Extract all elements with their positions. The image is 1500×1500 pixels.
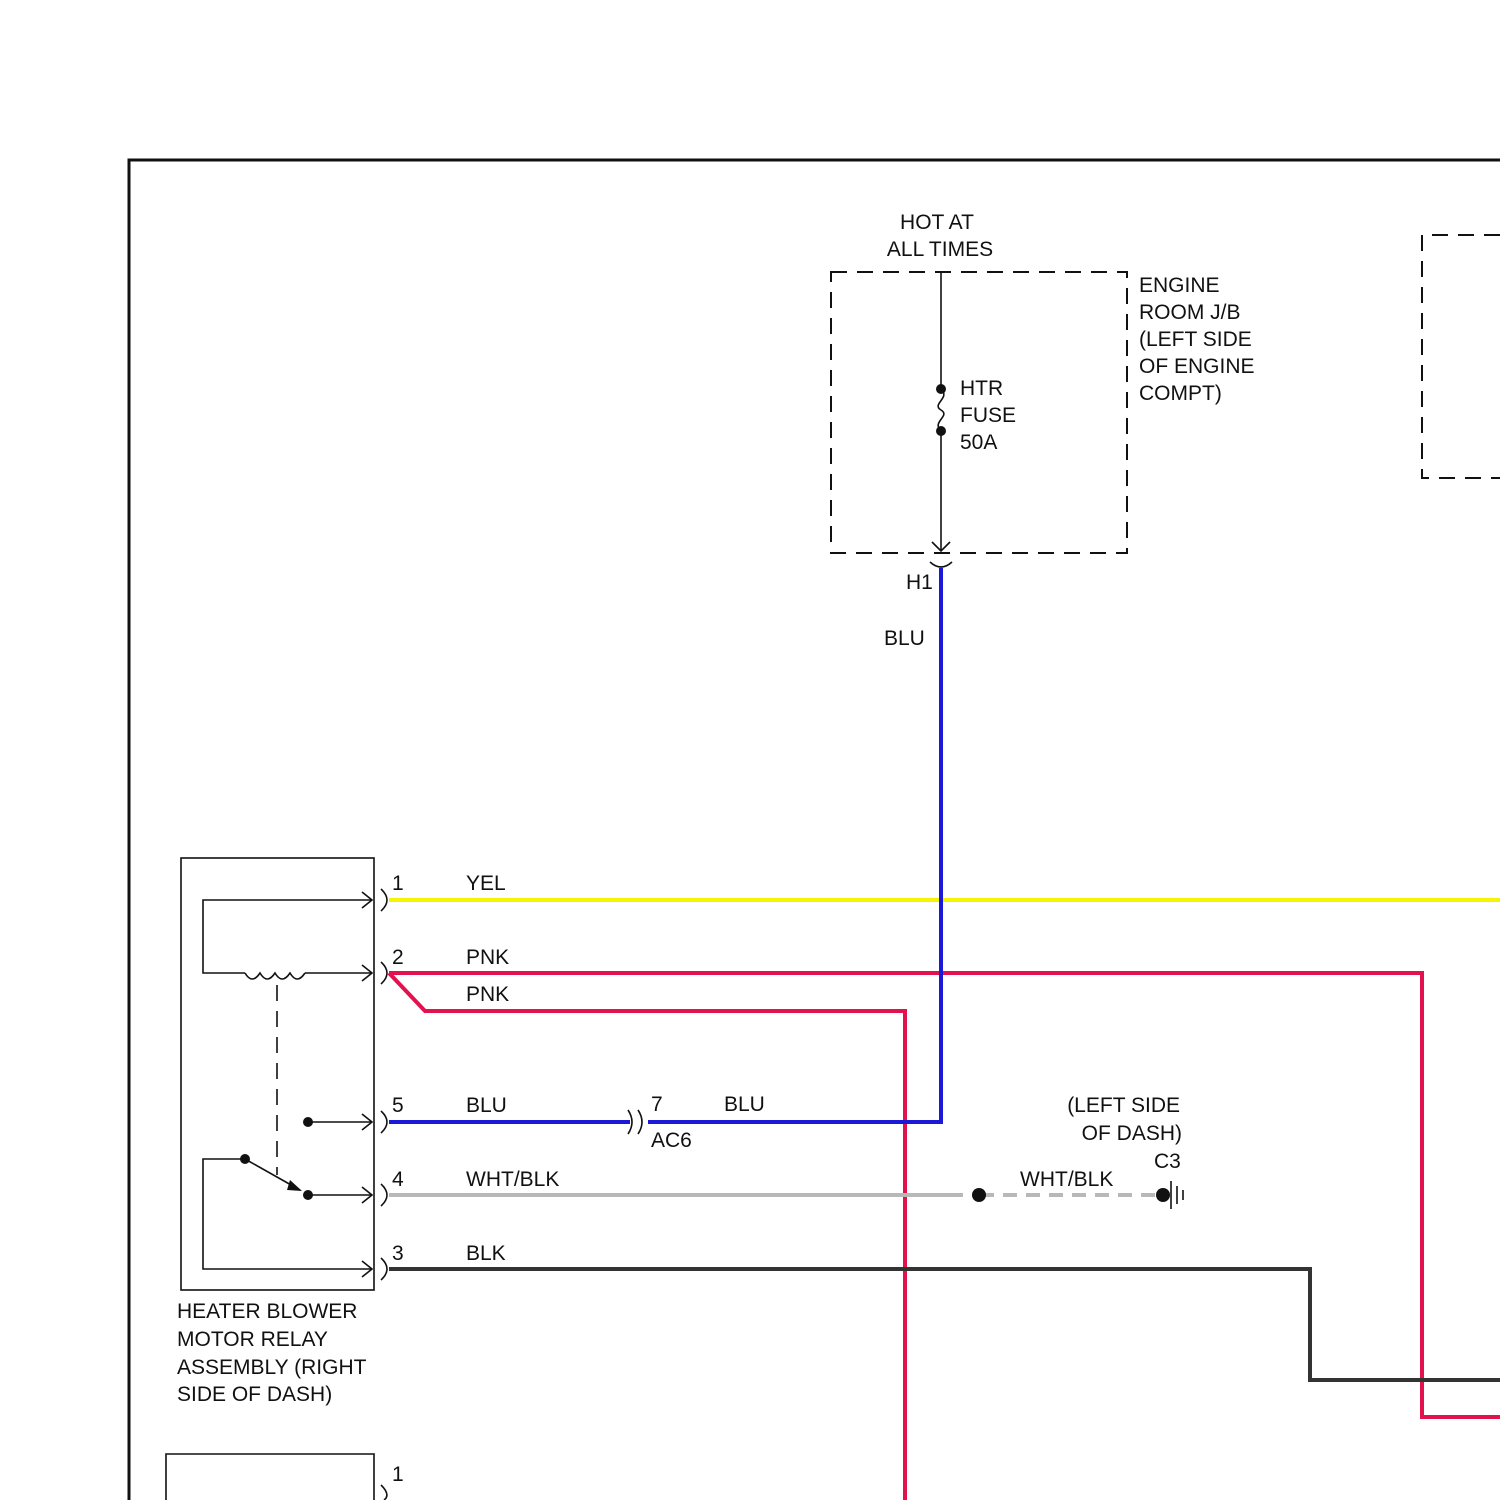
relay-label-line4: SIDE OF DASH) <box>177 1383 332 1406</box>
relay-coil-circuit <box>203 892 372 1175</box>
connector-ac6-label: AC6 <box>651 1129 692 1152</box>
relay-pin-5: 5 <box>392 1094 404 1117</box>
connector-ac6-pin: 7 <box>651 1093 663 1116</box>
fuse-label-line2: FUSE <box>960 404 1016 427</box>
relay-pin-1: 1 <box>392 872 404 895</box>
ground-label-line1: (LEFT SIDE <box>1067 1094 1180 1117</box>
ground-label-line2: OF DASH) <box>1082 1122 1182 1145</box>
wire-label-yel: YEL <box>466 872 506 895</box>
wire-pnk-lower <box>389 973 905 1500</box>
relay-pin-2: 2 <box>392 946 404 969</box>
wire-label-pnk-lower: PNK <box>466 983 509 1006</box>
ground-symbol <box>1171 1181 1183 1209</box>
power-label-line2: ALL TIMES <box>887 238 993 261</box>
wires <box>389 568 1500 1500</box>
fuse-label-line3: 50A <box>960 431 997 454</box>
junction-box-label-line1: ENGINE <box>1139 274 1220 297</box>
wire-label-blu-vertical: BLU <box>884 627 925 650</box>
lower-component-box <box>166 1454 374 1500</box>
power-label-line1: HOT AT <box>900 211 974 234</box>
diagram-frame <box>129 160 1500 1500</box>
wire-label-blk: BLK <box>466 1242 506 1265</box>
fuse-label-line1: HTR <box>960 377 1003 400</box>
connector-ac6-wire-label: BLU <box>724 1093 765 1116</box>
junction-box-label-line4: OF ENGINE <box>1139 355 1255 378</box>
htr-fuse-symbol <box>932 272 950 551</box>
partial-component-box <box>1422 235 1500 478</box>
splice-dot <box>972 1188 986 1202</box>
wire-label-blu: BLU <box>466 1094 507 1117</box>
junction-box-label-line2: ROOM J/B <box>1139 301 1241 324</box>
ground-name: C3 <box>1154 1150 1181 1173</box>
relay-pin-4: 4 <box>392 1168 404 1191</box>
wire-label-pnk-upper: PNK <box>466 946 509 969</box>
lower-component-connector <box>381 1485 387 1500</box>
relay-pin-connectors <box>381 889 387 1280</box>
connector-h1-label: H1 <box>906 571 933 594</box>
relay-label-line1: HEATER BLOWER <box>177 1300 357 1323</box>
relay-pin-3: 3 <box>392 1242 404 1265</box>
relay-label-line2: MOTOR RELAY <box>177 1328 328 1351</box>
ground-dot <box>1156 1188 1170 1202</box>
ground-wire-label: WHT/BLK <box>1020 1168 1113 1191</box>
lower-component-pin-1: 1 <box>392 1463 404 1486</box>
wire-blk <box>389 1269 1500 1380</box>
wire-label-wht-blk: WHT/BLK <box>466 1168 559 1191</box>
wire-blu-vertical <box>648 568 941 1122</box>
relay-switch-circuit <box>203 1114 372 1277</box>
junction-box-label-line5: COMPT) <box>1139 382 1222 405</box>
connector-h1-symbol <box>930 562 952 567</box>
junction-box-label-line3: (LEFT SIDE <box>1139 328 1252 351</box>
connector-ac6-symbol <box>628 1110 642 1134</box>
relay-label-line3: ASSEMBLY (RIGHT <box>177 1356 367 1379</box>
